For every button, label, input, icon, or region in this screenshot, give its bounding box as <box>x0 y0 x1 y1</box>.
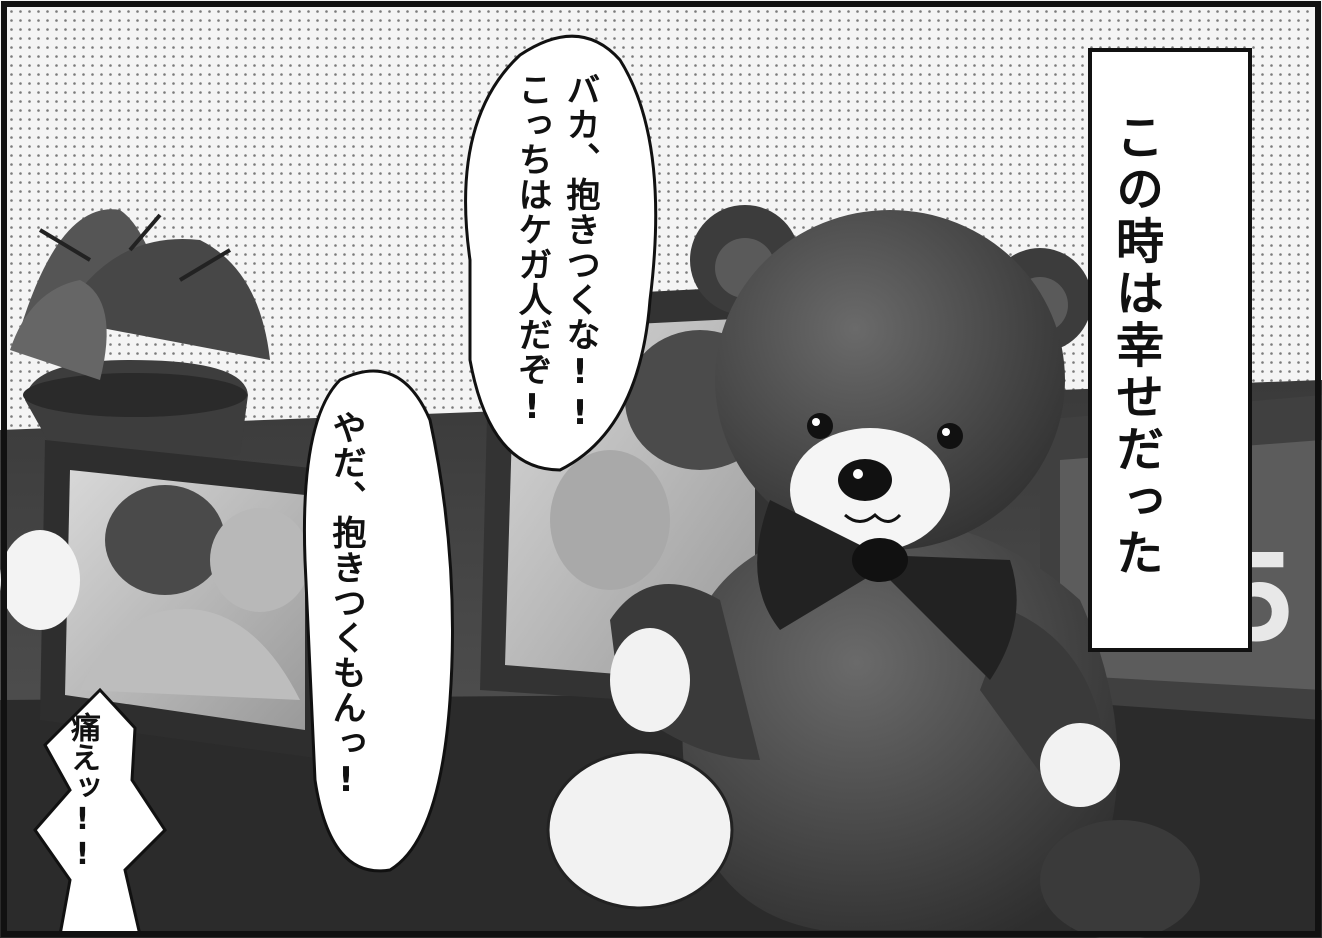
speech-bubble-2-text: やだ、抱きつくもんっ! <box>326 410 366 801</box>
plate <box>0 530 80 630</box>
speech-bubble-2 <box>302 369 454 873</box>
speech-bubble-1-text: バカ、抱きつくな!! こっちはケガ人だぞ! <box>512 72 600 434</box>
left-photo-frame <box>40 440 330 760</box>
speech-bubble-3-text: 痛えッ!! <box>65 712 100 872</box>
narration-box <box>1088 48 1252 652</box>
teddy-bear <box>546 205 1200 938</box>
speech-bubble-1 <box>464 34 658 472</box>
narration-text: この時は幸せだった <box>1107 112 1163 580</box>
bear-bow <box>757 500 1017 680</box>
potted-plant <box>10 209 270 465</box>
